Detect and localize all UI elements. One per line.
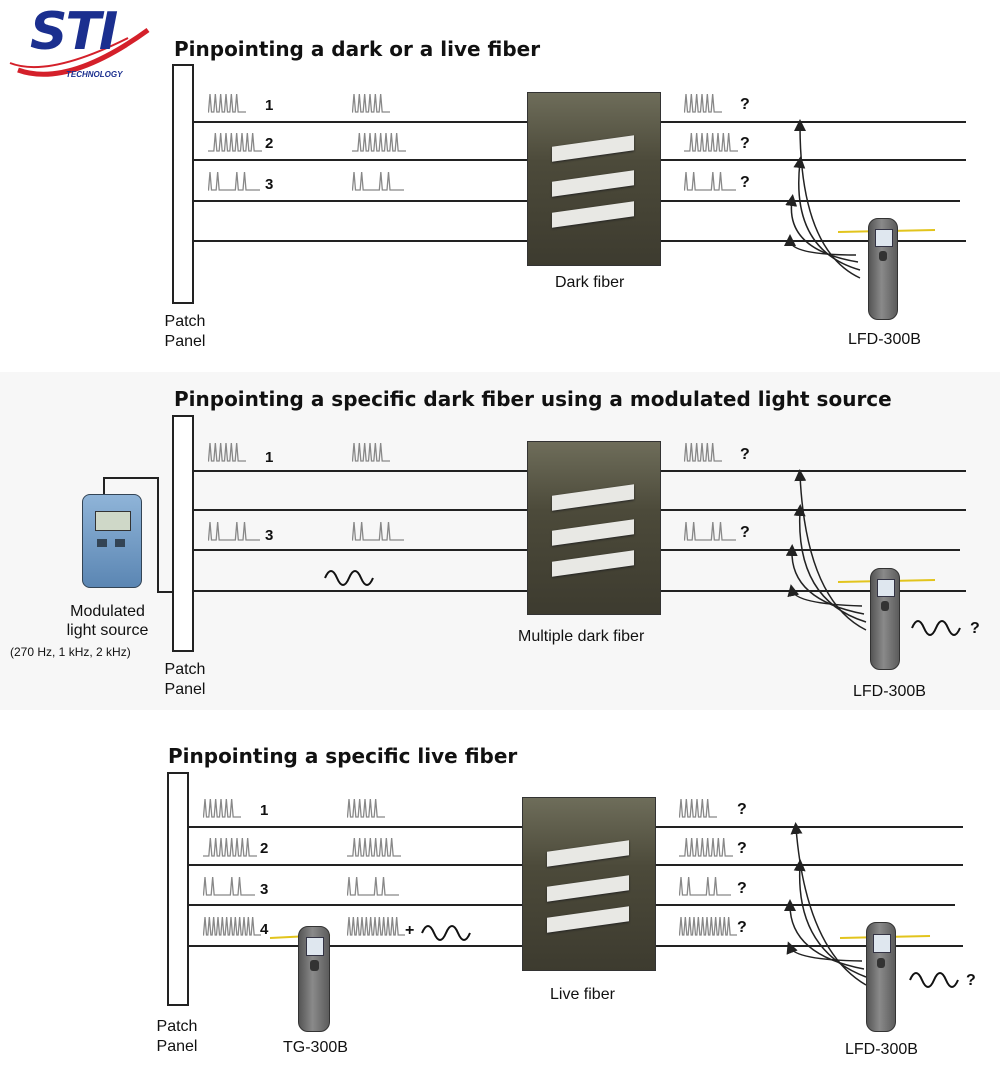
question-mark: ? — [740, 446, 750, 463]
question-mark: ? — [737, 840, 747, 857]
sti-logo: STI TECHNOLOGY — [8, 2, 158, 88]
question-mark: ? — [740, 135, 750, 152]
fiber-number: 2 — [265, 135, 274, 152]
patch-panel-3 — [167, 772, 189, 1006]
question-mark: ? — [737, 919, 747, 936]
source-label: Modulated light source — [55, 602, 160, 640]
detected-question-mark: ? — [966, 972, 976, 989]
source-frequencies: (270 Hz, 1 kHz, 2 kHz) — [10, 645, 131, 659]
section-1-title: Pinpointing a dark or a live fiber — [174, 37, 541, 61]
patch-panel-1 — [172, 64, 194, 304]
question-mark: ? — [740, 174, 750, 191]
center-label: Live fiber — [550, 986, 615, 1003]
question-mark: ? — [737, 880, 747, 897]
device-label: LFD-300B — [853, 683, 926, 700]
fiber-number: 1 — [265, 449, 274, 466]
patch-panel-1-label: Patch Panel — [160, 312, 210, 352]
fiber-number: 3 — [265, 176, 274, 193]
device-label: LFD-300B — [845, 1041, 918, 1058]
section-2-background — [0, 372, 1000, 710]
section-2-title: Pinpointing a specific dark fiber using … — [174, 387, 892, 411]
fiber-number: 3 — [260, 881, 269, 898]
patch-panel-3-label: Patch Panel — [152, 1017, 202, 1057]
lfd-300b-device — [866, 922, 896, 1032]
fiber-number: 3 — [265, 527, 274, 544]
question-mark: ? — [740, 524, 750, 541]
patch-panel-1-text: Patch Panel — [164, 313, 206, 350]
patch-panel-2-label: Patch Panel — [160, 660, 210, 700]
detected-question-mark: ? — [970, 620, 980, 637]
fiber-rack-photo — [527, 92, 661, 266]
fiber-rack-photo — [527, 441, 661, 615]
question-mark: ? — [737, 801, 747, 818]
fiber-number: 1 — [260, 802, 269, 819]
fiber-number: 1 — [265, 97, 274, 114]
device-label: LFD-300B — [848, 331, 921, 348]
fiber-rack-photo — [522, 797, 656, 971]
logo-text: STI — [30, 2, 118, 62]
patch-panel-2 — [172, 415, 194, 652]
logo-subtext: TECHNOLOGY — [66, 70, 123, 79]
plus-sign: + — [405, 922, 415, 939]
patch-panel-2-text: Patch Panel — [164, 661, 206, 698]
section-3-title: Pinpointing a specific live fiber — [168, 744, 518, 768]
source-label-text: Modulated light source — [66, 603, 149, 639]
question-mark: ? — [740, 96, 750, 113]
lfd-300b-device — [870, 568, 900, 670]
generator-label: TG-300B — [283, 1039, 348, 1056]
fiber-number: 4 — [260, 921, 269, 938]
patch-panel-3-text: Patch Panel — [156, 1018, 198, 1055]
tg-300b-device — [298, 926, 330, 1032]
center-label: Multiple dark fiber — [518, 628, 645, 645]
fiber-number: 2 — [260, 840, 269, 857]
lfd-300b-device — [868, 218, 898, 320]
center-label: Dark fiber — [555, 274, 625, 291]
modulated-source-device — [82, 494, 142, 588]
